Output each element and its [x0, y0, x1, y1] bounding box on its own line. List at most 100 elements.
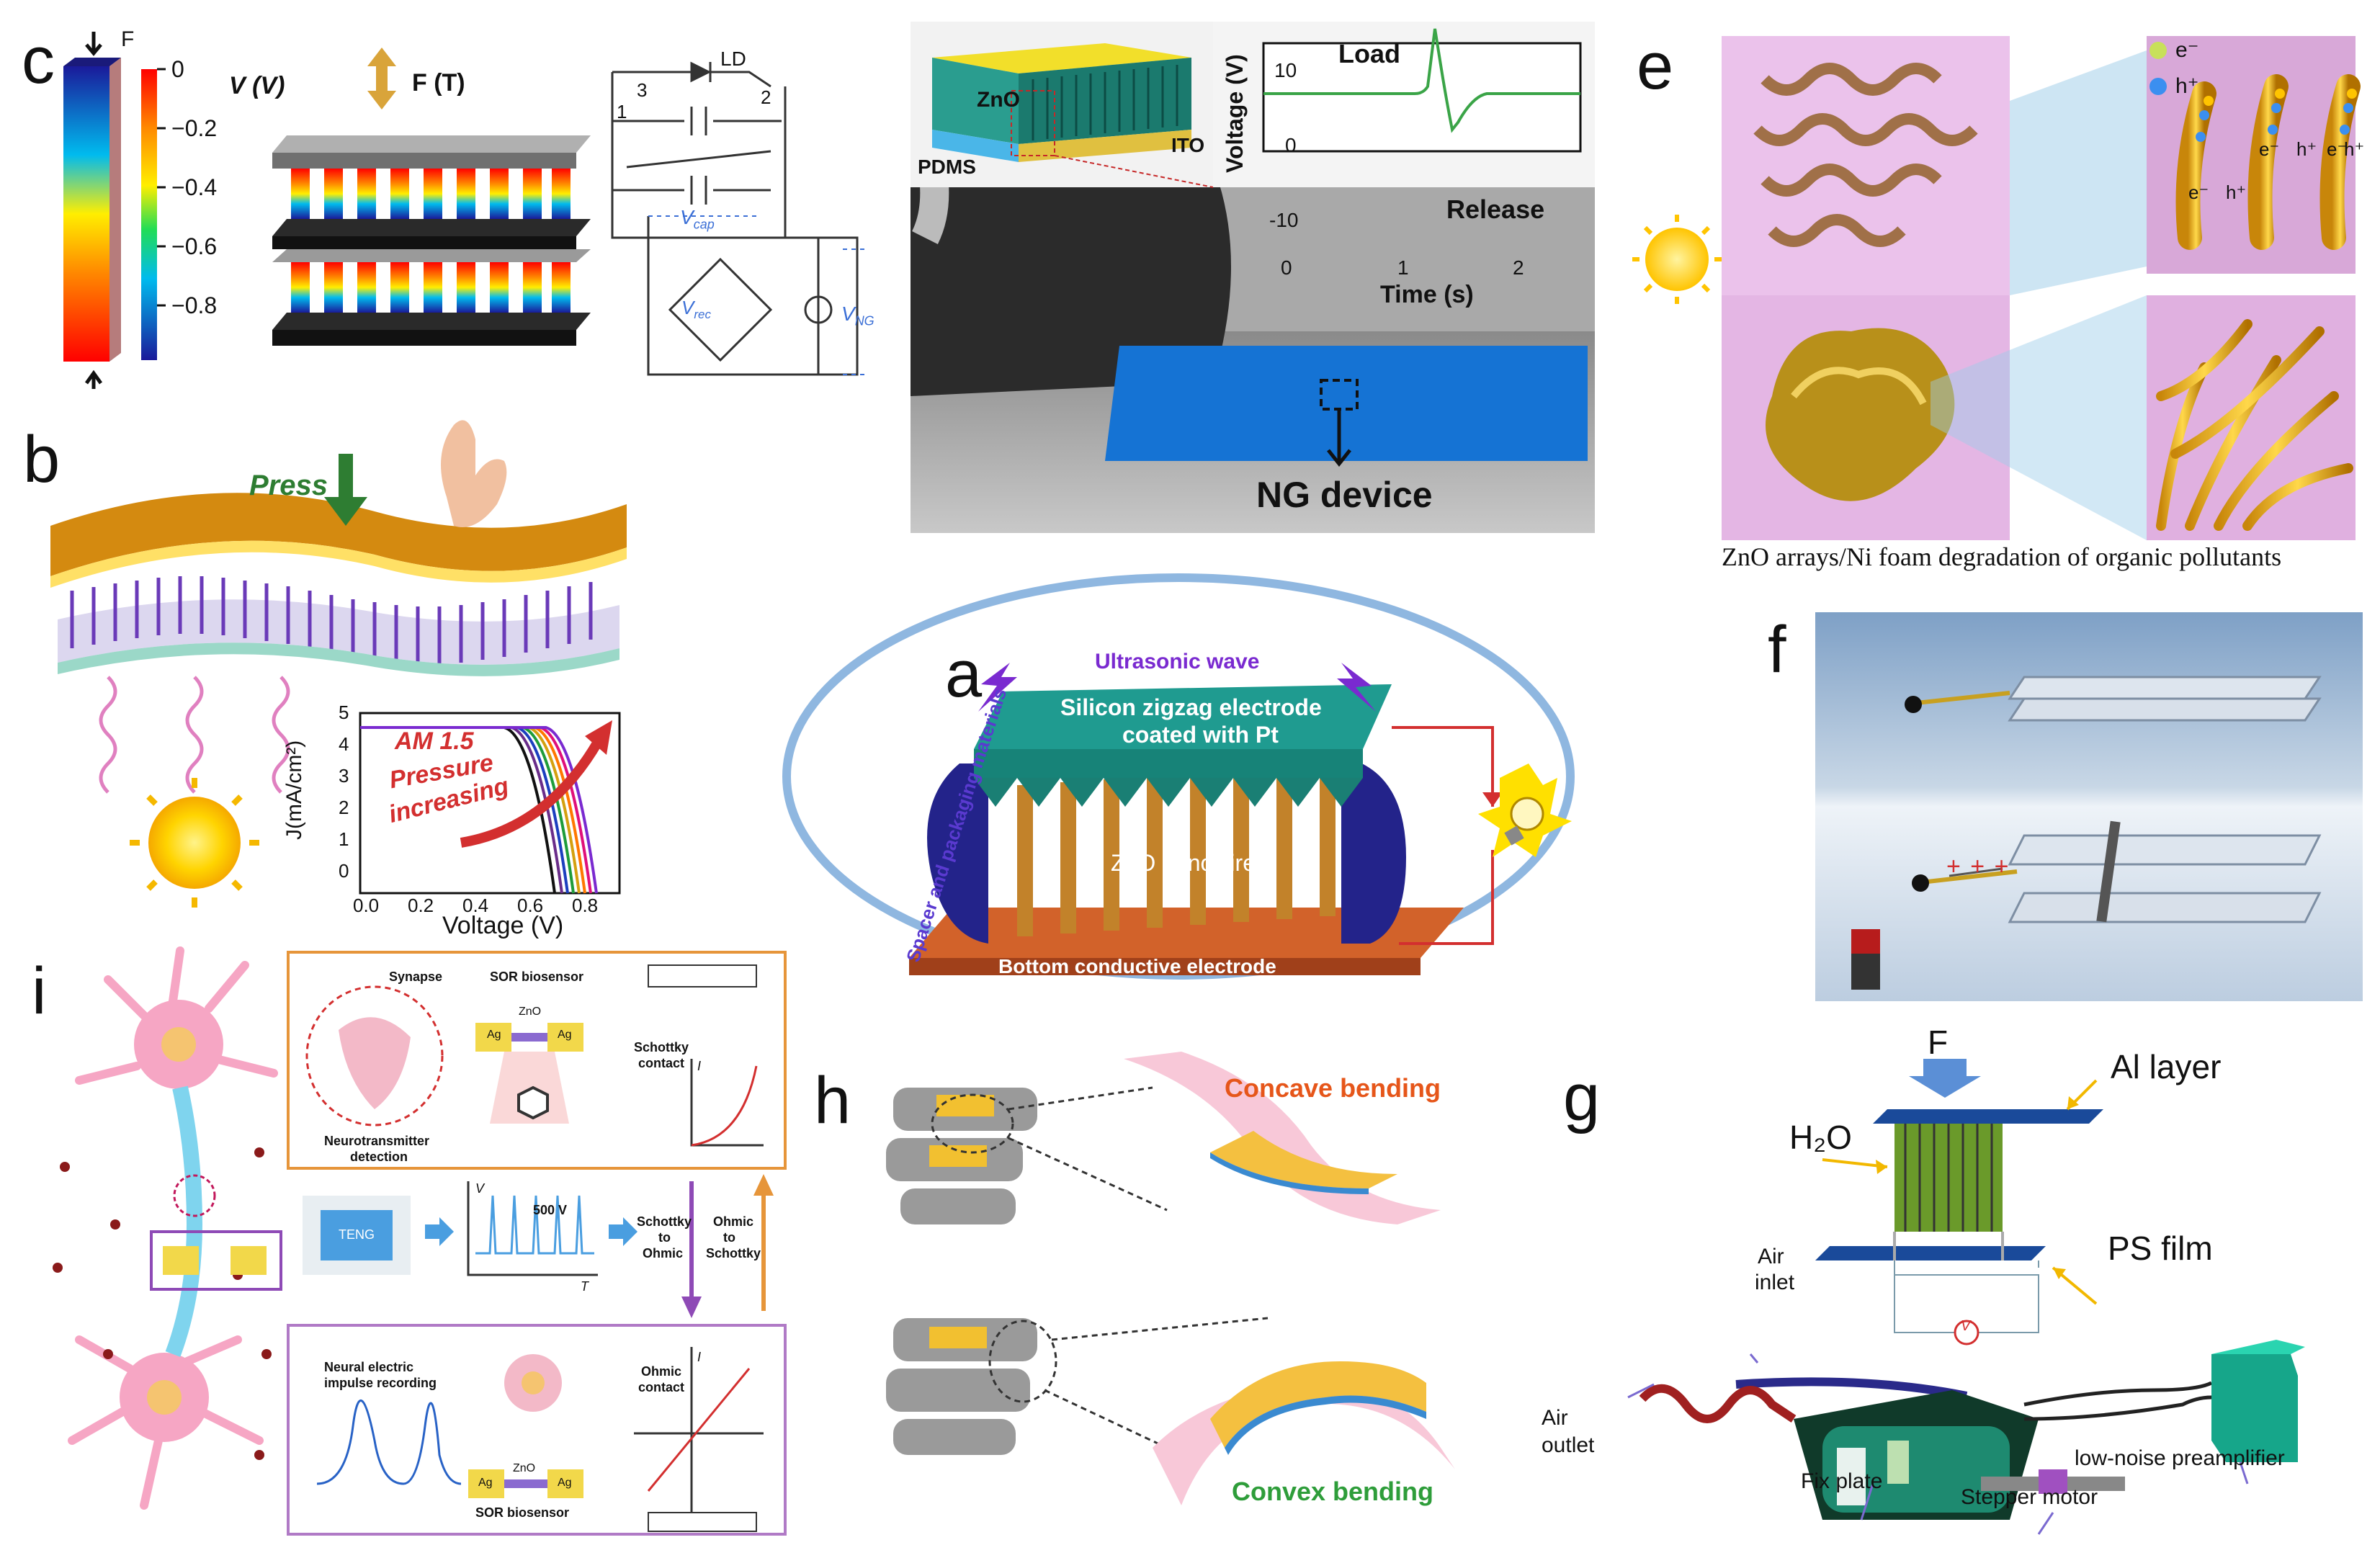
air-outlet-2: outlet — [1542, 1433, 1595, 1457]
iv-ytick-2: 2 — [339, 797, 349, 818]
electrode-label-1: Silicon zigzag electrode — [1060, 694, 1322, 720]
g-f-label: F — [1928, 1024, 1949, 1061]
switch-2-label: 2 — [761, 86, 771, 108]
axis-v-label: V — [475, 1181, 485, 1196]
vcap-text: V — [680, 206, 694, 228]
switch-1-label: 1 — [617, 101, 627, 122]
panel-e: e — [1628, 22, 2365, 583]
convex-label: Convex bending — [1232, 1477, 1434, 1506]
voltage-ytick-minus10: -10 — [1269, 209, 1299, 231]
rod-e-2: e⁻ — [2259, 138, 2280, 160]
teng-label: TENG — [339, 1227, 375, 1242]
ito-label: ITO — [1171, 134, 1205, 156]
lightbulb-icon — [1478, 763, 1572, 857]
ng-device-label: NG device — [1256, 475, 1433, 515]
ohmic-contact-1: Ohmic — [641, 1364, 682, 1379]
o2s-3: Schottky — [706, 1246, 761, 1260]
zno-bottom-label: ZnO — [513, 1462, 536, 1474]
panel-i: i — [0, 936, 800, 1541]
iv-xtick-1: 0.2 — [408, 895, 434, 916]
iv-xtick-2: 0.4 — [462, 895, 489, 916]
zno-label: ZnO — [977, 88, 1020, 112]
panel-e-graphic — [1632, 36, 2361, 540]
ag-right-bottom: Ag — [558, 1477, 572, 1489]
panel-label-f: f — [1768, 613, 1786, 686]
panel-a-graphic — [782, 573, 1575, 980]
colorbar-tick-2: −0.4 — [171, 174, 218, 200]
neuro-label-1: Neurotransmitter — [324, 1134, 430, 1148]
ultrasonic-label: Ultrasonic wave — [1095, 650, 1260, 673]
schottky-contact-1: Schottky — [634, 1040, 689, 1054]
load-label: Load — [1338, 39, 1400, 68]
s2o-3: Ohmic — [643, 1246, 684, 1260]
colorbar-tick-3: −0.6 — [171, 233, 218, 259]
legend-hole: h⁺ — [2175, 74, 2199, 98]
switch-3-label: 3 — [637, 79, 648, 101]
iv-ytick-3: 3 — [339, 765, 349, 787]
colorbar-tick-1: −0.2 — [171, 115, 218, 141]
nanowires-label: ZnO nanowires — [1111, 850, 1267, 876]
voltage-xtick-1: 1 — [1397, 256, 1409, 279]
synapse-label: Synapse — [389, 969, 443, 984]
neural-label-1: Neural electric — [324, 1360, 414, 1374]
meter-label: V — [1961, 1318, 1971, 1334]
iv-annotation-1: AM 1.5 — [395, 727, 474, 755]
vrec-sub: rec — [694, 308, 711, 322]
panel-label-e: e — [1637, 30, 1674, 103]
panel-f: f + + + — [1758, 612, 2363, 1016]
iv-ytick-1: 1 — [339, 828, 349, 850]
panel-label-i: i — [32, 954, 47, 1028]
rod-e-1: e⁻ — [2188, 182, 2209, 203]
panel-d: d ZnO ITO PDMS Load — [911, 22, 1602, 533]
stacked-generator — [272, 135, 591, 346]
panel-i-graphic — [53, 946, 787, 1536]
neural-label-2: impulse recording — [324, 1376, 437, 1390]
panel-label-a: a — [945, 637, 983, 711]
panel-label-c: c — [22, 24, 55, 97]
iv-ytick-0: 0 — [339, 860, 349, 882]
iv-xtick-3: 0.6 — [517, 895, 544, 916]
ag-left-top: Ag — [487, 1029, 501, 1041]
ld-label: LD — [720, 48, 746, 70]
iv-ylabel: J(mA/cm²) — [282, 740, 306, 840]
preamp-label: low-noise preamplifier — [2075, 1446, 2285, 1470]
pdms-label: PDMS — [918, 156, 976, 178]
iv-chart — [359, 712, 621, 895]
voltage-ytick-0: 0 — [1285, 134, 1297, 156]
concave-label: Concave bending — [1225, 1073, 1441, 1103]
schottky-contact-2: contact — [638, 1056, 685, 1070]
vng-sub: NG — [854, 313, 874, 328]
fix-plate-label: Fix plate — [1801, 1469, 1883, 1493]
panel-label-g: g — [1563, 1061, 1601, 1134]
panel-g-graphic — [1627, 1059, 2305, 1535]
panel-h: h Concave bending Convex bending — [807, 1044, 1477, 1541]
panel-b: b — [0, 411, 648, 939]
panel-label-h: h — [814, 1064, 851, 1137]
iv-ytick-5: 5 — [339, 702, 349, 723]
axis-t-label: T — [581, 1279, 589, 1294]
sor-label-top: SOR biosensor — [490, 969, 584, 984]
ag-left-bottom: Ag — [478, 1477, 493, 1489]
voltage-xlabel: Time (s) — [1380, 281, 1474, 308]
release-label: Release — [1446, 194, 1545, 224]
vcap-sub: cap — [693, 217, 715, 232]
air-outlet-1: Air — [1542, 1406, 1568, 1430]
voltage-xtick-0: 0 — [1281, 256, 1292, 279]
voltage-xtick-2: 2 — [1513, 256, 1524, 279]
s2o-1: Schottky — [637, 1214, 692, 1229]
voltage-ylabel: Voltage (V) — [1222, 54, 1248, 173]
axis-i-label-bottom: I — [697, 1350, 702, 1364]
iv-xtick-4: 0.8 — [572, 895, 599, 916]
electrode-label-2: coated with Pt — [1122, 722, 1279, 748]
rod-h-3: h⁺ — [2344, 138, 2365, 160]
vrec-text: V — [681, 297, 694, 318]
iv-xlabel: Voltage (V) — [442, 912, 564, 939]
panel-label-b: b — [23, 423, 61, 496]
vng-text: V — [841, 303, 855, 325]
sun-icon — [130, 778, 259, 908]
air-inlet-1: Air — [1758, 1245, 1784, 1268]
rod-h-2: h⁺ — [2296, 138, 2317, 160]
panel-c: c — [0, 0, 893, 403]
neuro-label-2: detection — [350, 1150, 408, 1164]
h2o-label: H₂O — [1789, 1119, 1852, 1156]
